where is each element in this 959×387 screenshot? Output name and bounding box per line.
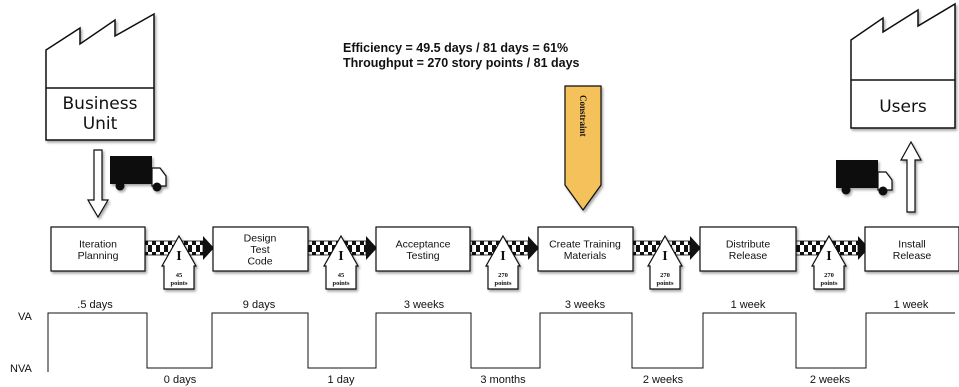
inventory-icon	[322, 234, 360, 290]
inventory-icon	[646, 234, 684, 290]
va-axis-label: VA	[18, 311, 33, 323]
timeline-step-line	[47, 312, 955, 372]
va-time-label: 3 weeks	[565, 299, 606, 311]
nva-time-label: 3 months	[480, 374, 526, 386]
process-label: Iteration	[79, 238, 117, 250]
process-box-iteration-planning	[50, 226, 146, 272]
process-label: Acceptance	[396, 238, 451, 250]
inventory-unit: points	[333, 280, 350, 287]
inventory-count: 270	[824, 272, 834, 279]
process-label: Testing	[406, 250, 439, 262]
process-box-distribute-release	[699, 226, 797, 272]
process-label: Planning	[78, 250, 119, 262]
inventory-symbol: I	[826, 249, 831, 264]
truck-icon-left	[110, 156, 167, 192]
process-box-design-test-code	[212, 226, 309, 272]
inventories: I45pointsI45pointsI270pointsI270pointsI2…	[160, 234, 848, 290]
inventory-icon	[810, 234, 848, 290]
inventory-unit: points	[495, 280, 512, 287]
inventory-count: 270	[498, 272, 508, 279]
throughput-text: Throughput = 270 story points / 81 days	[343, 56, 580, 70]
process-label: Release	[893, 250, 932, 262]
users-factory: Users	[850, 2, 956, 129]
inventory-count: 270	[660, 272, 670, 279]
process-label: Install	[898, 238, 925, 250]
va-time-label: 3 weeks	[404, 299, 445, 311]
process-box-create-training-materials	[537, 226, 634, 272]
timeline: VA NVA .5 days 9 days 3 weeks 3 weeks 1 week…	[10, 299, 955, 386]
nva-time-label: 2 weeks	[810, 374, 851, 386]
nva-time-label: 1 day	[328, 374, 355, 386]
inventory-unit: points	[821, 280, 838, 287]
constraint-marker	[564, 85, 602, 212]
va-time-label: 1 week	[894, 299, 929, 311]
constraint-arrow	[564, 85, 602, 212]
business-unit-factory: Business Unit	[45, 12, 155, 141]
inventory-unit: points	[657, 280, 674, 287]
process-label: Create Training	[549, 238, 621, 250]
va-time-label: 9 days	[243, 299, 276, 311]
process-label: Design	[244, 233, 277, 245]
va-time-label: 1 week	[731, 299, 766, 311]
business-unit-label-line2: Unit	[83, 114, 118, 134]
nva-time-label: 0 days	[164, 374, 197, 386]
process-label: Code	[247, 256, 272, 268]
process-label: Materials	[564, 250, 607, 262]
truck-icon-right	[836, 160, 893, 196]
inventory-symbol: I	[500, 249, 505, 264]
factory-icon	[45, 12, 155, 141]
up-arrow-icon	[899, 140, 923, 213]
factory-icon	[850, 2, 956, 129]
inventory-unit: points	[171, 280, 188, 287]
efficiency-text: Efficiency = 49.5 days / 81 days = 61%	[343, 41, 568, 55]
inventory-icon	[484, 234, 522, 290]
process-box-acceptance-testing	[375, 226, 471, 272]
inventory-symbol: I	[662, 249, 667, 264]
process-box-install-release	[864, 226, 959, 272]
inventory-icon	[160, 234, 198, 290]
process-label: Release	[729, 250, 768, 262]
business-unit-label-line1: Business	[63, 94, 138, 114]
inventory-symbol: I	[338, 249, 343, 264]
inventory-symbol: I	[176, 249, 181, 264]
va-times: .5 days 9 days 3 weeks 3 weeks 1 week 1 week	[77, 299, 929, 311]
constraint-label: Constraint	[578, 95, 588, 137]
inventory-count: 45	[338, 272, 345, 279]
users-label: Users	[879, 97, 927, 117]
nva-time-label: 2 weeks	[643, 374, 684, 386]
nva-axis-label: NVA	[10, 363, 32, 375]
nva-times: 0 days 1 day 3 months 2 weeks 2 weeks	[164, 374, 851, 386]
inventory-count: 45	[176, 272, 183, 279]
process-label: Test	[250, 244, 269, 256]
va-time-label: .5 days	[77, 299, 113, 311]
down-arrow-icon	[86, 149, 110, 219]
process-label: Distribute	[726, 238, 771, 250]
